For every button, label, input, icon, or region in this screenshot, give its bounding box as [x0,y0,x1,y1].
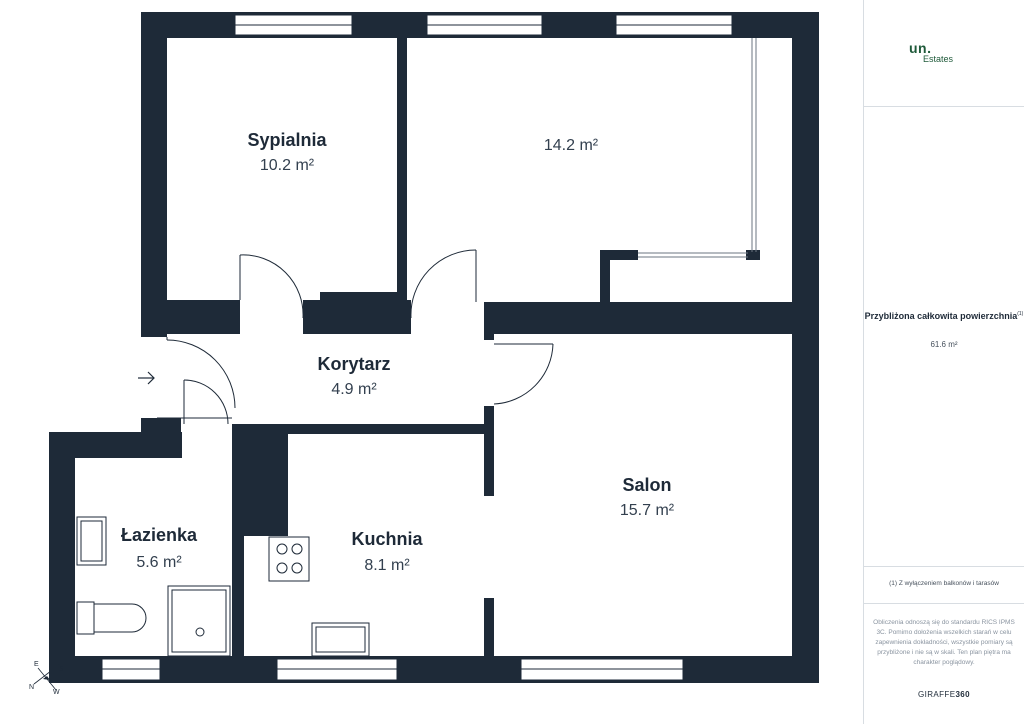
walls [49,12,819,683]
toilet-icon [76,601,95,635]
shower-icon [167,585,231,657]
compass-north: N [29,684,34,691]
entrance-arrow [138,371,155,385]
room-name-lazienka: Łazienka [121,525,198,545]
brand-part-a: GIRAFFE [917,690,956,699]
brand-logo: un. Estates [909,40,979,64]
compass-west: W [53,689,60,696]
fixtures [76,516,370,657]
room-area-sypialnia: 10.2 m² [260,157,315,174]
total-area-title-text: Przybliżona całkowita powierzchnia [864,311,1018,321]
info-panel: un. Estates Przybliżona całkowita powier… [863,0,1024,724]
windows [101,14,733,681]
room-area-salon: 15.7 m² [620,502,675,519]
room-area-kuchnia: 8.1 m² [364,557,410,574]
hob-icon [268,536,310,582]
divider-mid [864,566,1024,567]
compass-east: E [34,661,39,668]
room-labels: Sypialnia 10.2 m² 14.2 m² Korytarz 4.9 m… [121,130,675,574]
floor-plan: Sypialnia 10.2 m² 14.2 m² Korytarz 4.9 m… [29,12,819,696]
logo-sub: Estates [923,54,954,64]
divider-low [864,603,1024,604]
footnote: (1) Z wyłączeniem balkonów i tarasów [889,580,999,587]
giraffe360-brand: GIRAFFE360 [864,690,1024,699]
compass-south: S [59,666,64,673]
room-name-kuchnia: Kuchnia [351,529,423,549]
glass-partition [638,38,757,258]
total-area-title: Przybliżona całkowita powierzchnia(1) [864,308,1024,323]
room-area-lazienka: 5.6 m² [136,554,182,571]
total-area-sup: (1) [1017,311,1024,317]
logo-mark: un. [909,40,932,56]
brand-part-b: 360 [955,690,971,699]
room-area-room2: 14.2 m² [544,137,599,154]
room-area-korytarz: 4.9 m² [331,381,377,398]
divider-top [864,106,1024,107]
total-area-value: 61.6 m² [930,340,958,349]
room-name-salon: Salon [622,475,671,495]
room-name-sypialnia: Sypialnia [247,130,327,150]
doors [157,249,554,425]
compass: E N W S [29,661,64,696]
room-name-korytarz: Korytarz [317,354,390,374]
disclaimer: Obliczenia odnoszą się do standardu RICS… [873,619,1015,666]
